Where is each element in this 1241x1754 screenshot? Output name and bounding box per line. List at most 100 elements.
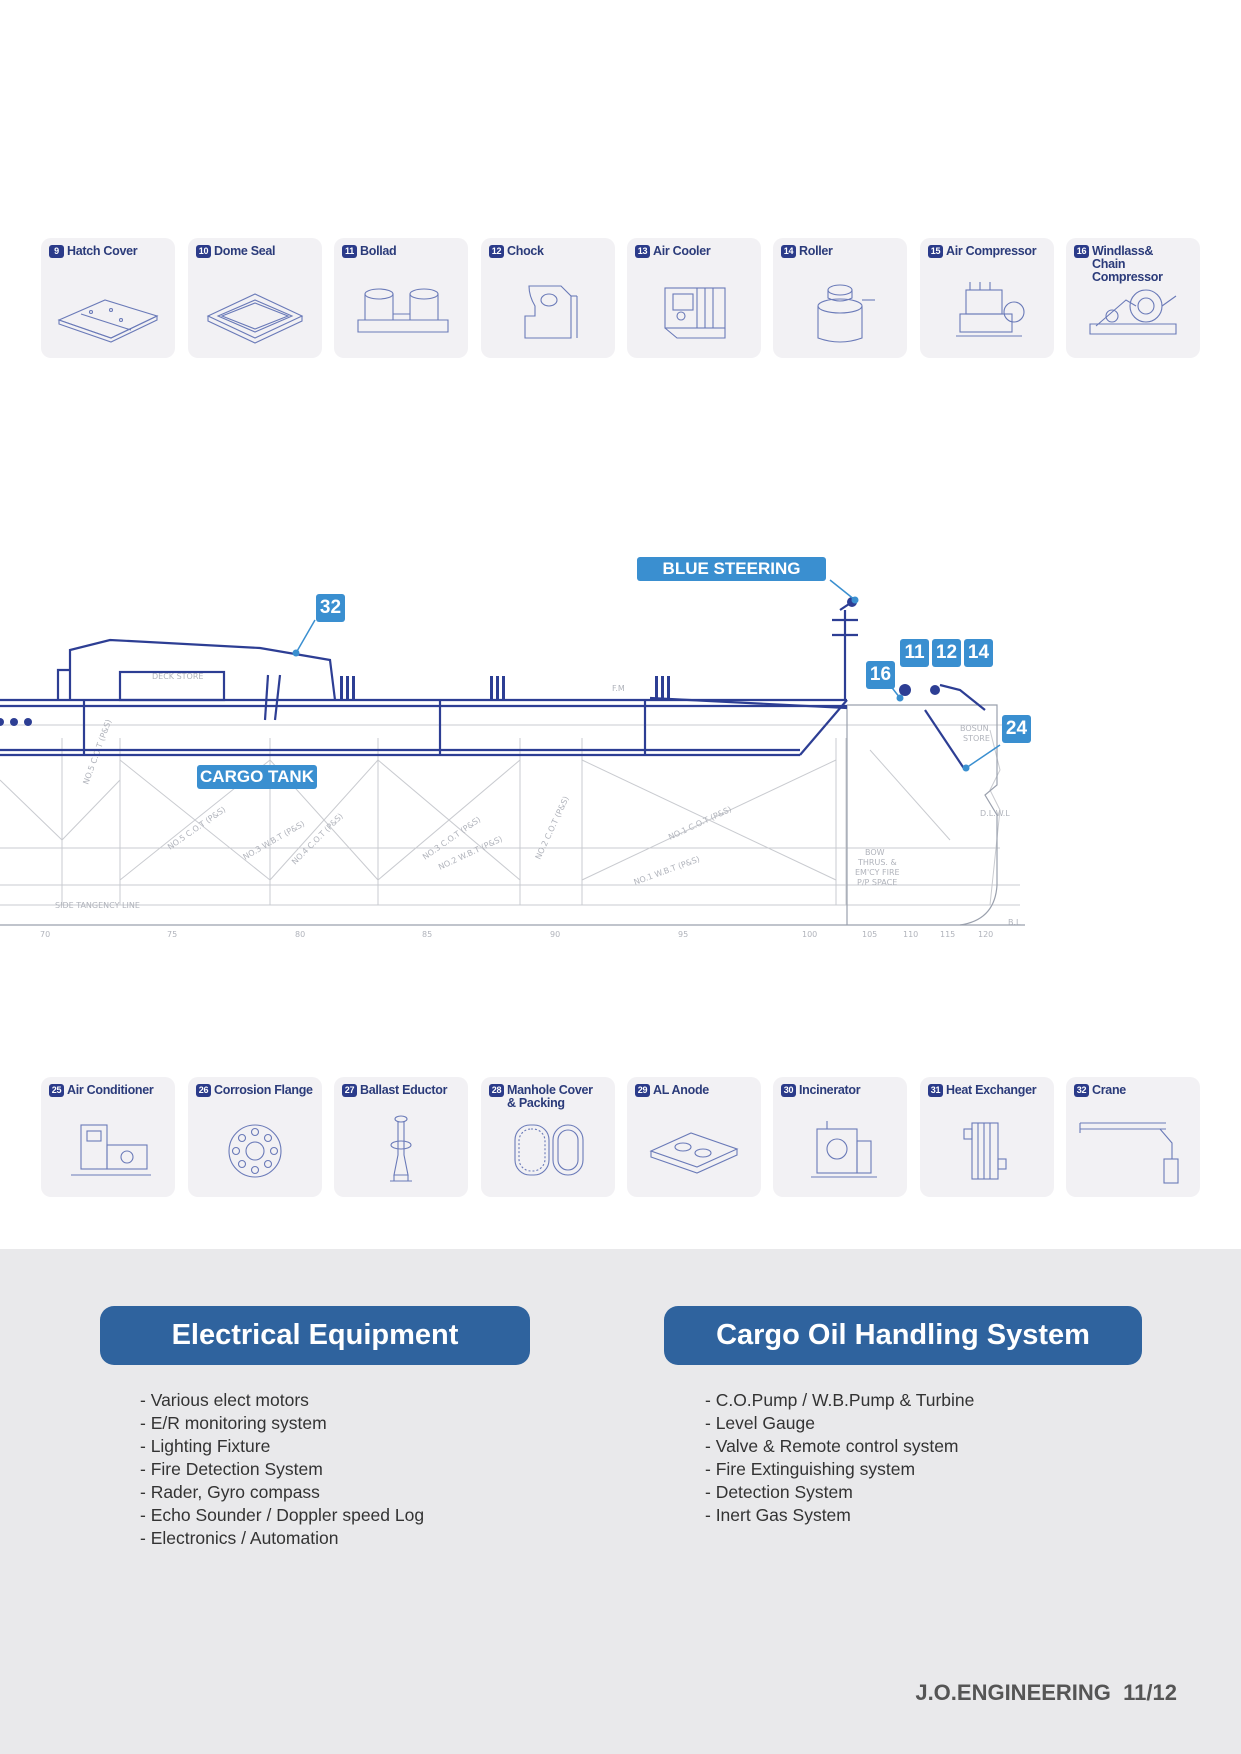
cargo-oil-heading: Cargo Oil Handling System [664,1306,1142,1365]
dome-seal-icon [206,293,304,344]
item-number: 31 [928,1084,943,1097]
list-item: - Level Gauge [705,1413,815,1433]
flange-icon [228,1124,282,1178]
item-number: 29 [635,1084,650,1097]
hatch-cover-icon [57,299,159,343]
list-item: - Various elect motors [140,1390,309,1410]
windlass-icon [1089,289,1177,335]
list-item: - Fire Extinguishing system [705,1459,916,1479]
callout-32[interactable]: 32 [316,594,345,622]
item-title: Dome Seal [214,244,276,258]
compartment-label: P/P SPACE [857,878,897,887]
compartment-label: F.M [612,684,625,693]
callout-14[interactable]: 14 [964,639,993,667]
cargo-oil-list: - C.O.Pump / W.B.Pump & Turbine - Level … [705,1389,974,1527]
company-name: J.O.ENGINEERING [915,1680,1111,1705]
compartment-label: D.L.W.L [980,809,1010,818]
compartment-label: SIDE TANGENCY LINE [55,901,140,910]
item-number: 11 [342,245,357,258]
callout-16[interactable]: 16 [866,661,895,689]
compartment-label: NO.4 C.O.T (P&S) [290,812,345,867]
item-title: Ballast Eductor [360,1083,448,1097]
item-title: Roller [799,244,833,258]
chock-icon [524,285,578,339]
callout-24[interactable]: 24 [1002,715,1031,743]
item-title: AL Anode [653,1083,709,1097]
list-item: - Inert Gas System [705,1505,851,1525]
item-title: Corrosion Flange [214,1083,313,1097]
item-number: 32 [1074,1084,1089,1097]
page-footer: J.O.ENGINEERING 11/12 [915,1680,1177,1706]
list-item: - Lighting Fixture [140,1436,271,1456]
compartment-label: STORE [963,734,990,743]
compartment-label: B.L [1008,918,1021,927]
item-number: 15 [928,245,943,258]
item-title: Crane [1092,1083,1126,1097]
item-number: 26 [196,1084,211,1097]
frame-number: 110 [903,930,918,939]
callout-12[interactable]: 12 [932,639,961,667]
eductor-icon [390,1115,412,1182]
anode-icon [649,1132,739,1174]
item-title: Manhole Cover & Packing [507,1083,593,1110]
item-title: Air Conditioner [67,1083,154,1097]
item-title: Chock [507,244,544,258]
frame-number: 85 [422,930,432,939]
ship-profile-diagram: NO.5 C.O.T (P&S) NO.5 C.O.T (P&S) NO.3 W… [0,579,1025,939]
compartment-label: NO.5 C.O.T (P&S) [166,805,227,852]
list-item: - C.O.Pump / W.B.Pump & Turbine [705,1390,975,1410]
item-title: Air Compressor [946,244,1037,258]
compartment-label: BOW [865,848,885,857]
page-number: 11/12 [1123,1680,1177,1705]
compartment-label: DECK STORE [152,672,203,681]
item-number: 13 [635,245,650,258]
compartment-label: NO.1 W.B.T (P&S) [633,855,701,887]
frame-number: 120 [978,930,993,939]
air-conditioner-icon [71,1124,151,1176]
frame-number: 95 [678,930,688,939]
frame-number: 90 [550,930,560,939]
item-title: Hatch Cover [67,244,138,258]
list-item: - E/R monitoring system [140,1413,327,1433]
compartment-label: NO.5 C.O.T (P&S) [81,718,113,786]
item-number: 12 [489,245,504,258]
compartment-label: NO.2 C.O.T (P&S) [534,795,571,861]
item-number: 10 [196,245,211,258]
air-compressor-icon [956,282,1025,337]
list-item: - Echo Sounder / Doppler speed Log [140,1505,425,1525]
electrical-equipment-heading: Electrical Equipment [100,1306,530,1365]
item-title: Air Cooler [653,244,711,258]
item-title: Windlass& Chain Compressor [1092,244,1163,284]
crane-icon [1079,1122,1179,1184]
item-title: Heat Exchanger [946,1083,1037,1097]
electrical-equipment-list: - Various elect motors - E/R monitoring … [140,1389,424,1550]
manhole-icon [514,1124,584,1176]
incinerator-icon [811,1121,877,1178]
item-number: 9 [49,245,64,258]
list-item: - Fire Detection System [140,1459,323,1479]
blue-steering-light-label: BLUE STEERING LIGHT [637,557,826,602]
air-cooler-icon [664,287,726,339]
compartment-label: BOSUN [960,724,989,733]
callout-11[interactable]: 11 [900,639,929,667]
item-number: 30 [781,1084,796,1097]
item-title: Incinerator [799,1083,861,1097]
heat-exchanger-icon [963,1122,1007,1180]
frame-number: 105 [862,930,877,939]
